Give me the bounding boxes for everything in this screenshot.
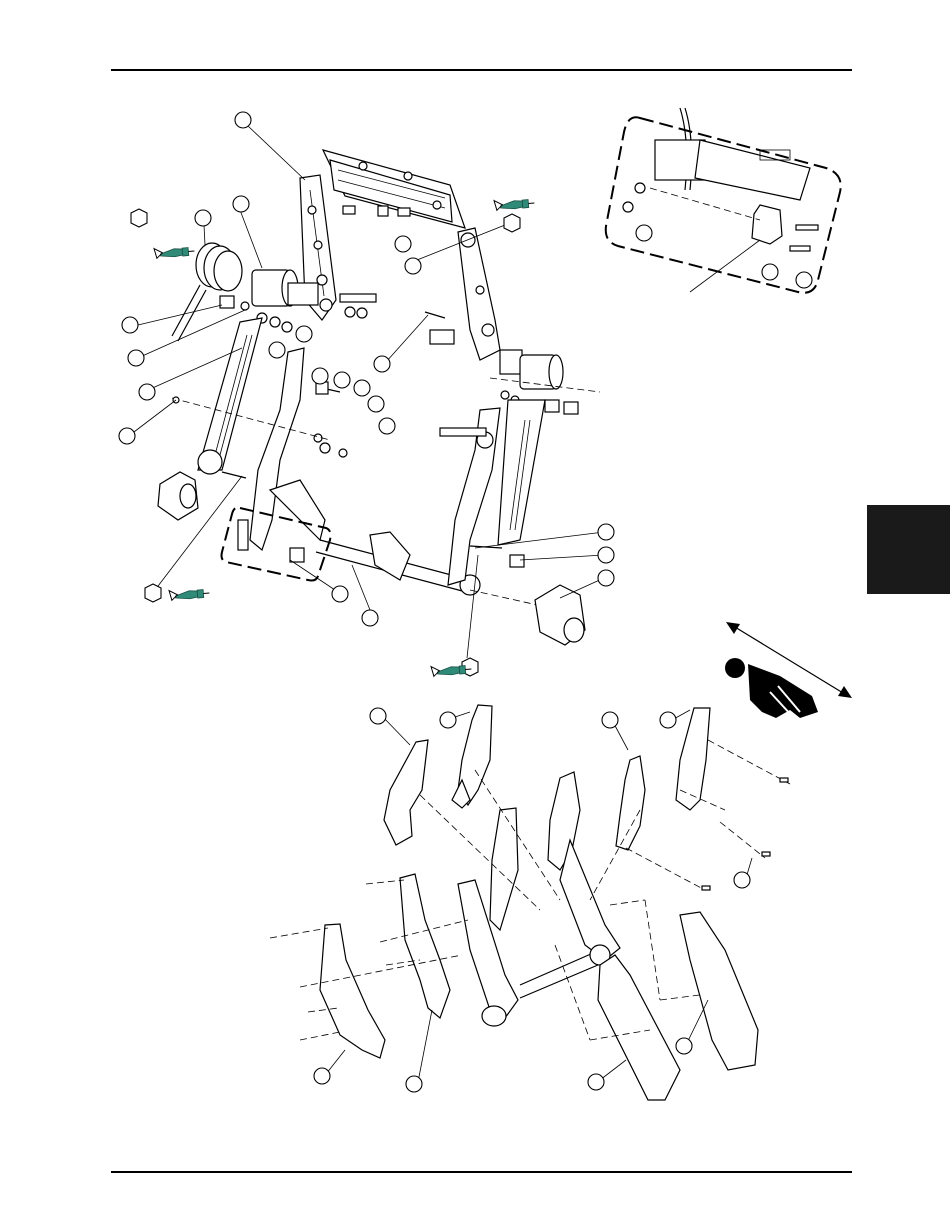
lube-point-marker [131,209,147,227]
right-main-plate [440,400,559,585]
detail-inset [606,108,841,293]
cross-tube [316,532,560,610]
right-upper-arm [458,228,500,360]
top-bracket [323,150,465,228]
spring-and-rollers-right [425,312,600,414]
bearing-right [535,585,585,645]
side-panel-exploded-view [270,705,790,1100]
spring-and-rollers-left [172,243,376,341]
lube-point-marker [145,584,161,602]
left-main-plate [250,348,347,550]
seat-frame-exploded-view [119,112,614,676]
bearing-left [158,472,198,520]
left-lower-arm [198,318,262,478]
operator-direction-icon [725,622,852,718]
lube-point-marker [504,214,520,232]
